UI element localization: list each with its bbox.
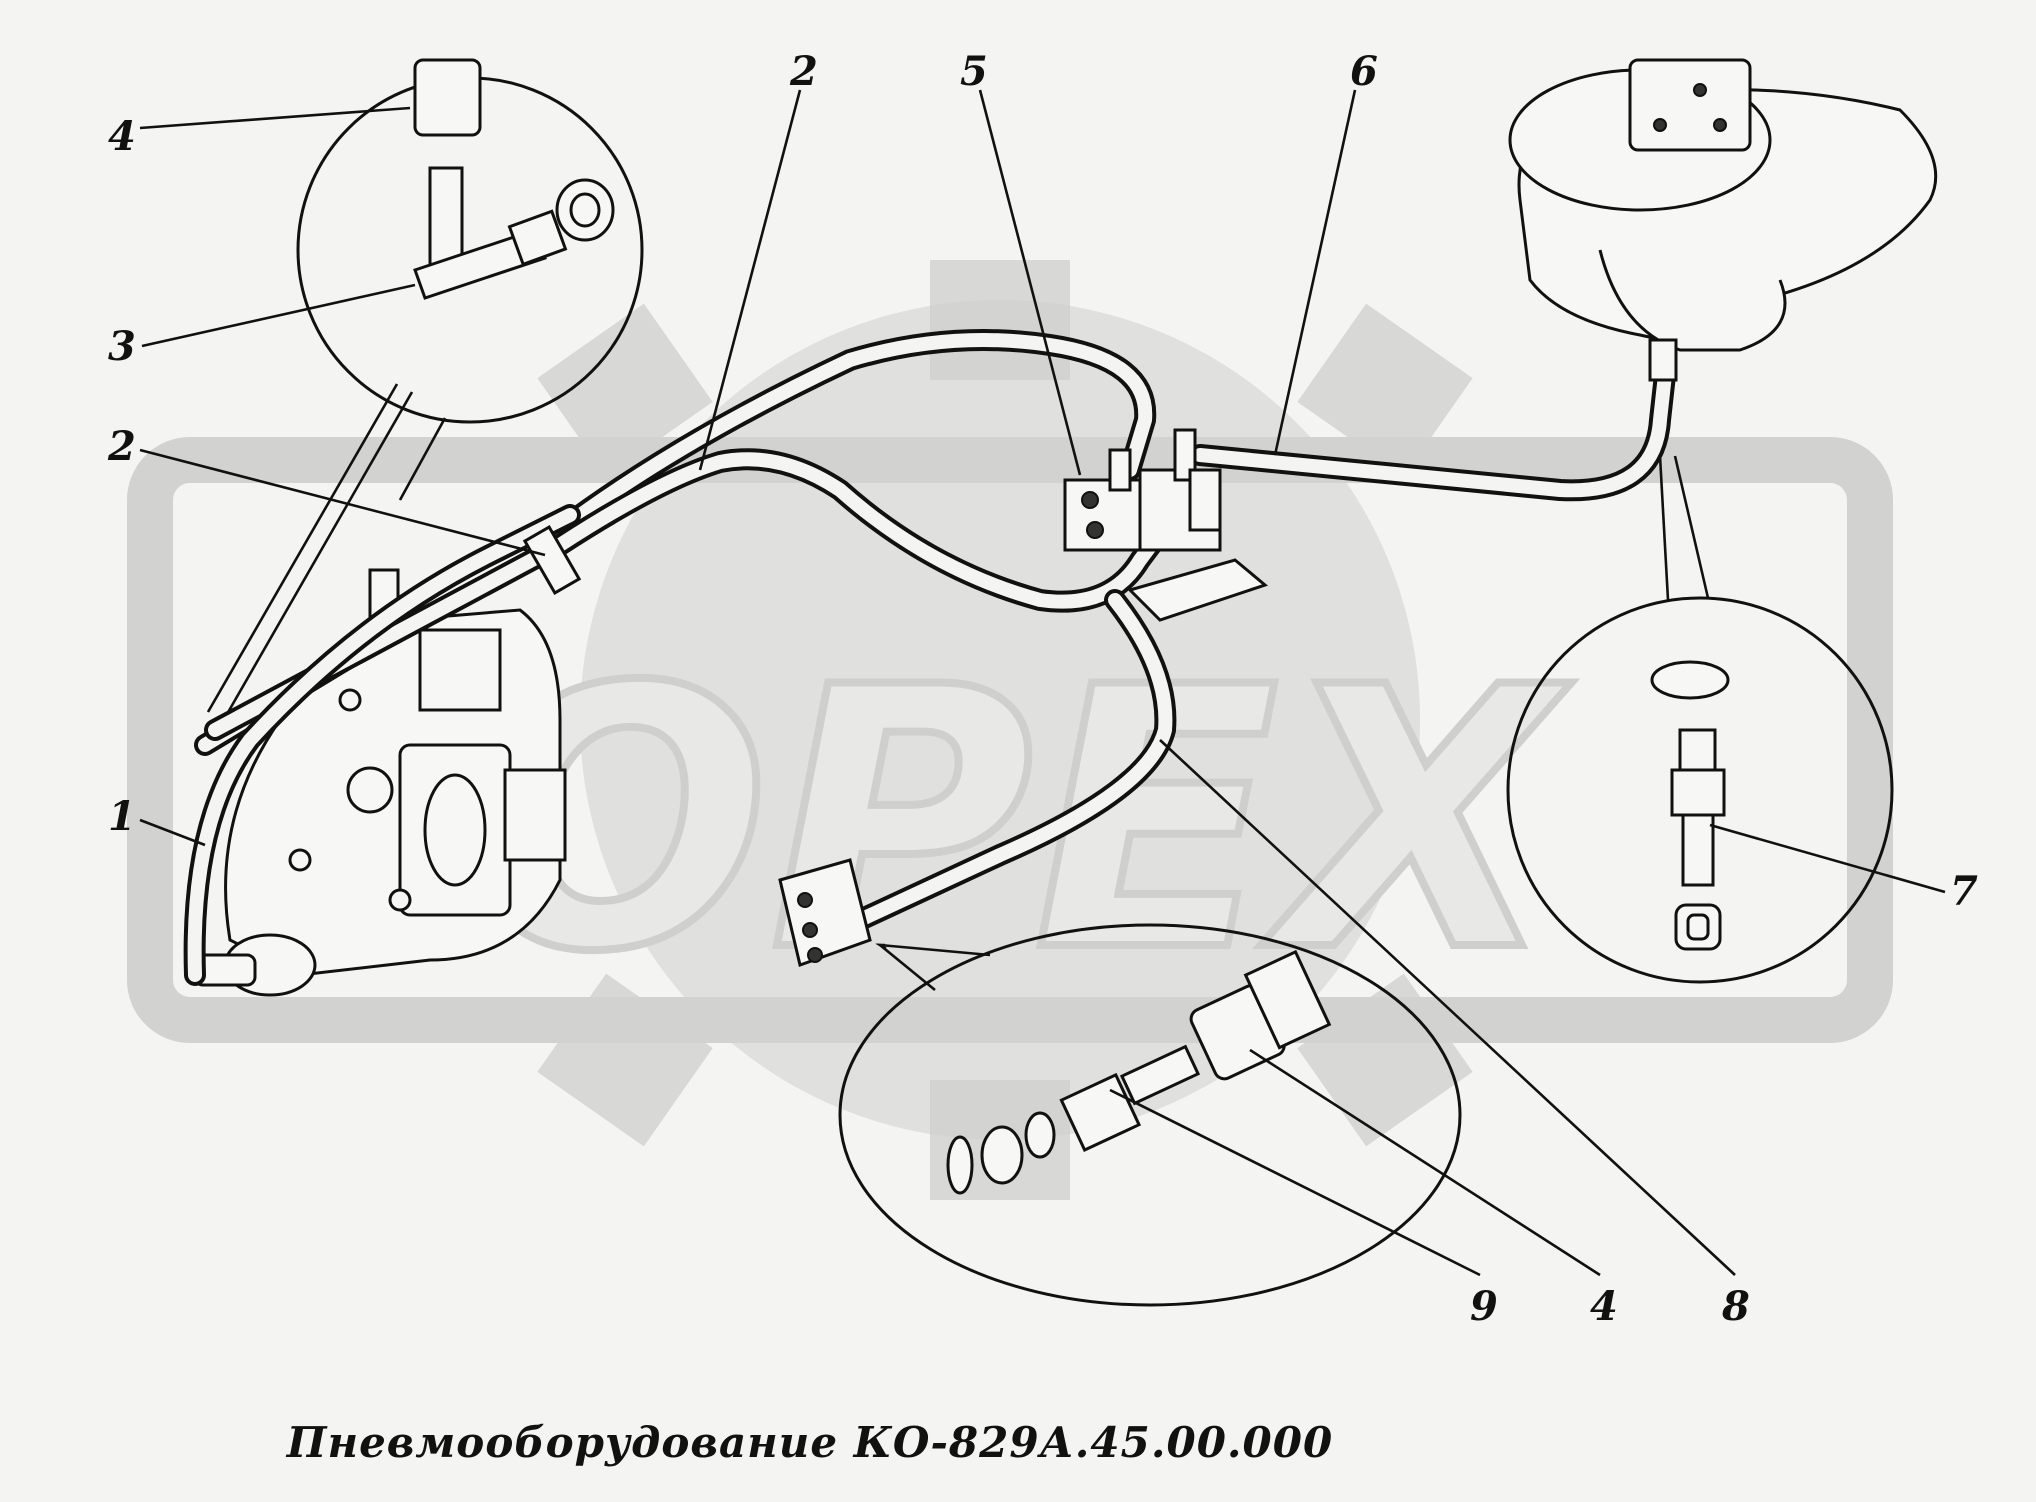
valve-block xyxy=(1063,428,1269,622)
callout-5: 5 xyxy=(960,48,988,95)
leader-2b xyxy=(139,448,546,557)
leader-5 xyxy=(978,89,1082,476)
callout-4-bottom: 4 xyxy=(1590,1283,1618,1330)
leader-2a xyxy=(698,89,802,471)
detail-circle-bottom xyxy=(838,923,1462,1307)
leader-1 xyxy=(139,818,206,847)
detail-tail-left-2 xyxy=(213,391,414,736)
callout-8: 8 xyxy=(1721,1283,1750,1330)
callout-2-left: 2 xyxy=(107,423,136,470)
detail-circle-right xyxy=(1506,596,1894,984)
leader-9 xyxy=(1109,1088,1481,1277)
leader-8 xyxy=(1159,739,1736,1276)
callout-4-top: 4 xyxy=(108,113,136,160)
detail-tail-bottom-2 xyxy=(875,943,991,992)
tank xyxy=(1508,58,1938,382)
detail-right-parts xyxy=(1650,660,1730,951)
detail-tail-right-2 xyxy=(1673,455,1710,599)
leader-4b xyxy=(1249,1048,1601,1277)
compressor xyxy=(193,568,567,997)
leader-6 xyxy=(1273,89,1357,456)
pipes xyxy=(183,329,1676,986)
detail-tail-right-1 xyxy=(1658,455,1670,601)
callout-labels: 4 3 2 2 5 6 1 7 9 4 8 xyxy=(107,48,1978,1330)
callout-6: 6 xyxy=(1350,48,1378,95)
leader-7 xyxy=(1709,823,1946,894)
callout-3: 3 xyxy=(108,323,136,370)
callout-2-top: 2 xyxy=(789,48,818,95)
leader-lines xyxy=(139,89,1946,1277)
distribution-block xyxy=(778,858,872,967)
detail-tail-left-1 xyxy=(206,383,399,713)
detail-top-left-parts xyxy=(413,58,615,300)
leader-4a xyxy=(139,106,411,130)
leader-3 xyxy=(141,283,416,348)
callout-1: 1 xyxy=(108,793,136,840)
callout-7: 7 xyxy=(1950,868,1978,915)
watermark-text: OPEX xyxy=(463,611,1571,1030)
diagram-caption: Пневмооборудование КО-829А.45.00.000 xyxy=(286,1418,1334,1467)
detail-tail-left-3 xyxy=(398,417,447,501)
callout-9: 9 xyxy=(1470,1283,1498,1330)
